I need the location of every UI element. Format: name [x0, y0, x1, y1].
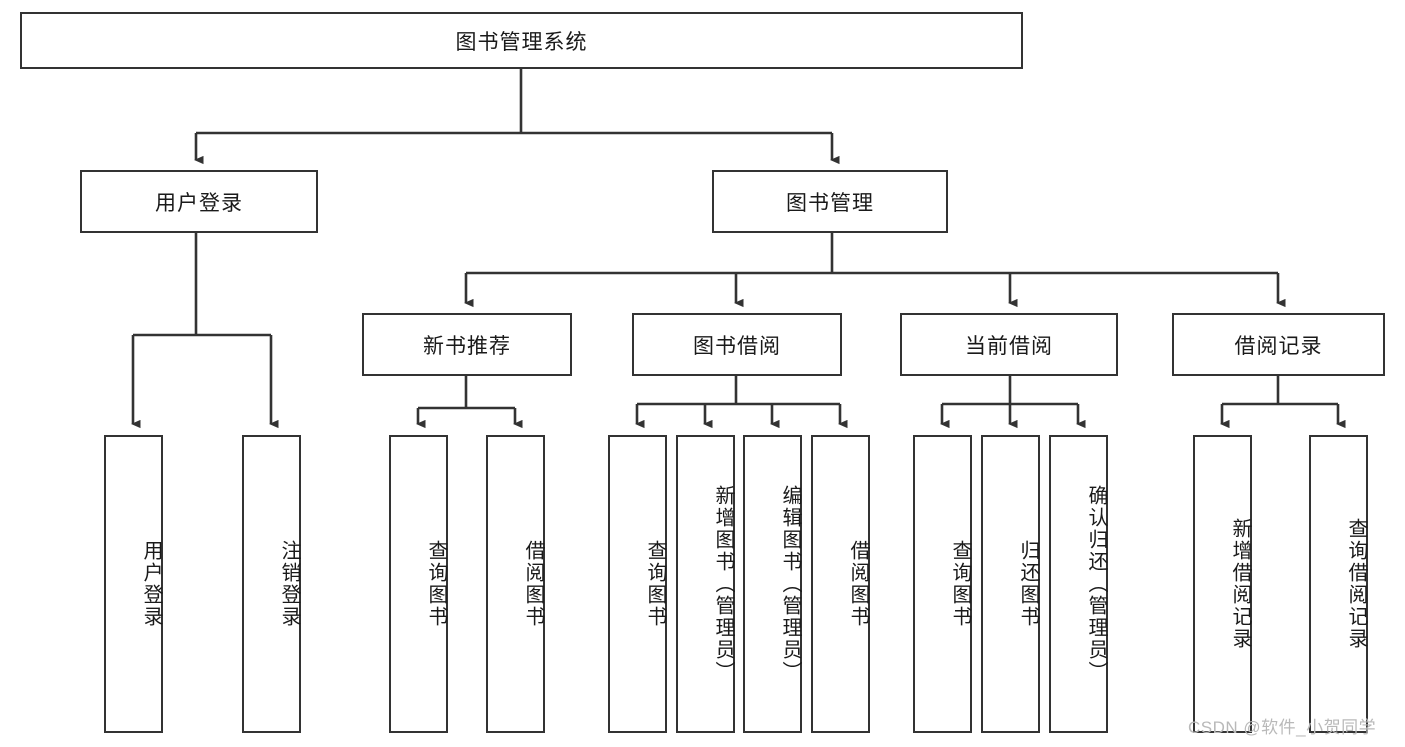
node-label: 新增借阅记录 — [1229, 518, 1251, 650]
node-label: 新增图书（管理员） — [712, 485, 734, 683]
leaf-current-return-book[interactable]: 归还图书 — [981, 435, 1040, 733]
node-label: 图书管理系统 — [455, 30, 588, 54]
node-label: 编辑图书（管理员） — [779, 485, 801, 683]
node-borrow-record[interactable]: 借阅记录 — [1172, 313, 1385, 376]
leaf-recommend-query-book[interactable]: 查询图书 — [389, 435, 448, 733]
node-label: 查询图书 — [425, 540, 447, 628]
leaf-user-login-login[interactable]: 用户登录 — [104, 435, 163, 733]
node-book-management[interactable]: 图书管理 — [712, 170, 948, 233]
node-label: 用户登录 — [155, 191, 243, 215]
leaf-borrow-add-book-admin[interactable]: 新增图书（管理员） — [676, 435, 735, 733]
node-label: 查询图书 — [949, 540, 971, 628]
node-label: 查询图书 — [644, 540, 666, 628]
node-current-borrow[interactable]: 当前借阅 — [900, 313, 1118, 376]
node-label: 查询借阅记录 — [1345, 518, 1367, 650]
node-label: 当前借阅 — [965, 334, 1053, 358]
node-new-book-recommend[interactable]: 新书推荐 — [362, 313, 572, 376]
node-label: 归还图书 — [1017, 540, 1039, 628]
node-label: 图书借阅 — [693, 334, 781, 358]
node-label: 图书管理 — [786, 191, 874, 215]
leaf-borrow-query-book[interactable]: 查询图书 — [608, 435, 667, 733]
leaf-record-add-record[interactable]: 新增借阅记录 — [1193, 435, 1252, 733]
node-label: 新书推荐 — [423, 334, 511, 358]
node-book-borrow[interactable]: 图书借阅 — [632, 313, 842, 376]
node-label: 确认归还（管理员） — [1085, 485, 1107, 683]
node-root-system[interactable]: 图书管理系统 — [20, 12, 1023, 69]
leaf-borrow-edit-book-admin[interactable]: 编辑图书（管理员） — [743, 435, 802, 733]
node-label: 用户登录 — [140, 540, 162, 628]
leaf-user-login-logout[interactable]: 注销登录 — [242, 435, 301, 733]
node-label: 注销登录 — [278, 540, 300, 628]
leaf-current-query-book[interactable]: 查询图书 — [913, 435, 972, 733]
leaf-recommend-borrow-book[interactable]: 借阅图书 — [486, 435, 545, 733]
csdn-watermark: CSDN @软件_小贺同学 — [1188, 718, 1377, 737]
node-label: 借阅记录 — [1234, 334, 1323, 358]
node-label: 借阅图书 — [847, 540, 869, 628]
leaf-borrow-borrow-book[interactable]: 借阅图书 — [811, 435, 870, 733]
leaf-record-query-record[interactable]: 查询借阅记录 — [1309, 435, 1368, 733]
leaf-current-confirm-return-admin[interactable]: 确认归还（管理员） — [1049, 435, 1108, 733]
node-user-login[interactable]: 用户登录 — [80, 170, 318, 233]
node-label: 借阅图书 — [522, 540, 544, 628]
